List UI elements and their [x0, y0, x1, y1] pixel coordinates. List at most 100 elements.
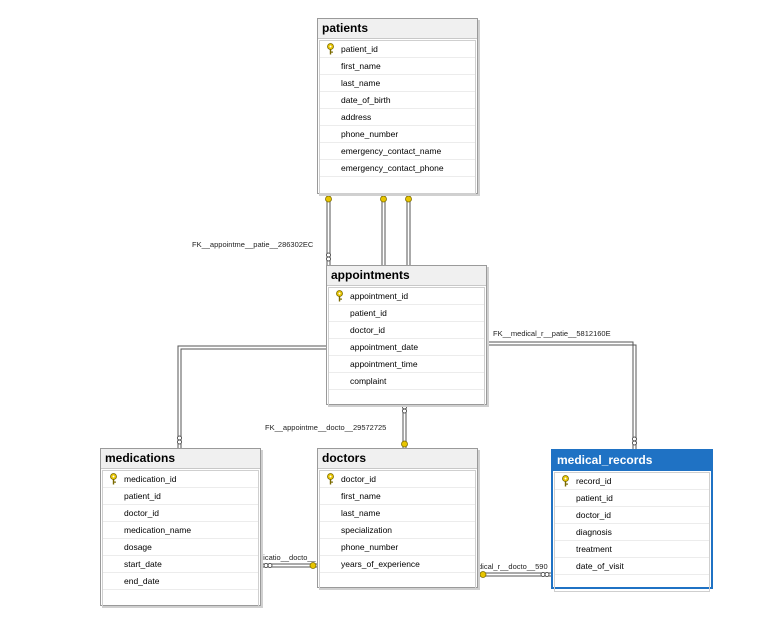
column-list: medication_id patient_id doctor_id medic…	[102, 470, 259, 607]
column-row[interactable]: appointment_date	[329, 339, 484, 356]
column-name: patient_id	[341, 44, 378, 54]
relationship-line-medrec-doctor[interactable]	[476, 572, 552, 577]
column-name: years_of_experience	[341, 559, 420, 569]
fk-label-medrec-doctor: dical_r__docto__590	[478, 562, 548, 571]
fk-label-med-doctor: dicatio__docto__	[259, 553, 316, 562]
column-row[interactable]: emergency_contact_phone	[320, 160, 475, 177]
column-name: treatment	[576, 544, 612, 554]
table-doctors[interactable]: doctors doctor_id first_name last_name s…	[317, 448, 478, 590]
column-list: record_id patient_id doctor_id diagnosis…	[554, 472, 710, 592]
column-name: appointment_id	[350, 291, 409, 301]
column-row[interactable]: treatment	[555, 541, 709, 558]
column-name: emergency_contact_name	[341, 146, 442, 156]
column-row[interactable]: emergency_contact_name	[320, 143, 475, 160]
column-row[interactable]: doctor_id	[555, 507, 709, 524]
table-medications[interactable]: medications medication_id patient_id doc…	[100, 448, 261, 607]
column-row[interactable]: medication_id	[103, 471, 258, 488]
relationship-line-appt-medications[interactable]	[177, 345, 326, 448]
column-name: date_of_birth	[341, 95, 391, 105]
table-title: medications	[101, 449, 260, 469]
empty-row	[103, 590, 258, 606]
column-row[interactable]: patient_id	[329, 305, 484, 322]
column-name: patient_id	[350, 308, 387, 318]
column-row[interactable]: first_name	[320, 58, 475, 75]
relationship-line-appt-doctor[interactable]	[402, 403, 407, 448]
table-title: appointments	[327, 266, 486, 286]
column-name: first_name	[341, 61, 381, 71]
column-name: patient_id	[124, 491, 161, 501]
column-name: last_name	[341, 508, 381, 518]
key-icon	[336, 290, 343, 302]
table-medical-records[interactable]: medical_records record_id patient_id doc…	[551, 449, 713, 592]
column-name: emergency_contact_phone	[341, 163, 444, 173]
column-row[interactable]: end_date	[103, 573, 258, 590]
column-row[interactable]: appointment_time	[329, 356, 484, 373]
relationship-line-med-doctor[interactable]	[262, 563, 318, 568]
column-name: doctor_id	[124, 508, 159, 518]
empty-row	[320, 573, 475, 589]
empty-row	[329, 390, 484, 406]
table-patients[interactable]: patients patient_id first_name last_name…	[317, 18, 478, 194]
column-name: appointment_time	[350, 359, 418, 369]
column-row[interactable]: address	[320, 109, 475, 126]
column-name: end_date	[124, 576, 160, 586]
column-name: first_name	[341, 491, 381, 501]
column-row[interactable]: date_of_visit	[555, 558, 709, 575]
column-row[interactable]: appointment_id	[329, 288, 484, 305]
column-row[interactable]: complaint	[329, 373, 484, 390]
key-icon	[110, 473, 117, 485]
column-name: date_of_visit	[576, 561, 624, 571]
column-row[interactable]: doctor_id	[320, 471, 475, 488]
column-row[interactable]: patient_id	[320, 41, 475, 58]
empty-row	[555, 575, 709, 591]
table-title: doctors	[318, 449, 477, 469]
column-name: appointment_date	[350, 342, 419, 352]
column-list: patient_id first_name last_name date_of_…	[319, 40, 476, 194]
column-name: medication_id	[124, 474, 177, 484]
relationship-line-medrec-patient[interactable]	[486, 341, 637, 450]
column-name: patient_id	[576, 493, 613, 503]
relationship-line-patient-medrec[interactable]	[406, 195, 411, 265]
fk-label-medrec-patient: FK__medical_r__patie__5812160E	[493, 329, 611, 338]
column-row[interactable]: phone_number	[320, 539, 475, 556]
column-name: doctor_id	[576, 510, 611, 520]
fk-label-appt-doctor: FK__appointme__docto__29572725	[265, 423, 387, 432]
relationship-line-patient-medications[interactable]	[381, 195, 386, 265]
column-row[interactable]: diagnosis	[555, 524, 709, 541]
column-row[interactable]: record_id	[555, 473, 709, 490]
key-icon	[327, 43, 334, 55]
column-row[interactable]: last_name	[320, 75, 475, 92]
column-row[interactable]: first_name	[320, 488, 475, 505]
empty-row	[320, 177, 475, 193]
column-row[interactable]: medication_name	[103, 522, 258, 539]
column-name: phone_number	[341, 129, 399, 139]
column-row[interactable]: patient_id	[103, 488, 258, 505]
column-name: diagnosis	[576, 527, 612, 537]
table-title: patients	[318, 19, 477, 39]
relationship-line-appt-patient[interactable]	[326, 195, 331, 265]
column-name: doctor_id	[350, 325, 385, 335]
column-list: appointment_id patient_id doctor_id appo…	[328, 287, 485, 407]
column-name: record_id	[576, 476, 612, 486]
column-name: complaint	[350, 376, 387, 386]
column-list: doctor_id first_name last_name specializ…	[319, 470, 476, 590]
table-appointments[interactable]: appointments appointment_id patient_id d…	[326, 265, 487, 407]
column-name: medication_name	[124, 525, 192, 535]
column-row[interactable]: doctor_id	[103, 505, 258, 522]
column-name: address	[341, 112, 372, 122]
column-row[interactable]: years_of_experience	[320, 556, 475, 573]
key-icon	[562, 475, 569, 487]
column-row[interactable]: specialization	[320, 522, 475, 539]
column-row[interactable]: patient_id	[555, 490, 709, 507]
column-row[interactable]: start_date	[103, 556, 258, 573]
column-row[interactable]: doctor_id	[329, 322, 484, 339]
column-name: specialization	[341, 525, 393, 535]
key-icon	[327, 473, 334, 485]
table-title: medical_records	[553, 451, 711, 471]
column-name: dosage	[124, 542, 152, 552]
column-row[interactable]: phone_number	[320, 126, 475, 143]
column-row[interactable]: date_of_birth	[320, 92, 475, 109]
column-row[interactable]: last_name	[320, 505, 475, 522]
column-row[interactable]: dosage	[103, 539, 258, 556]
